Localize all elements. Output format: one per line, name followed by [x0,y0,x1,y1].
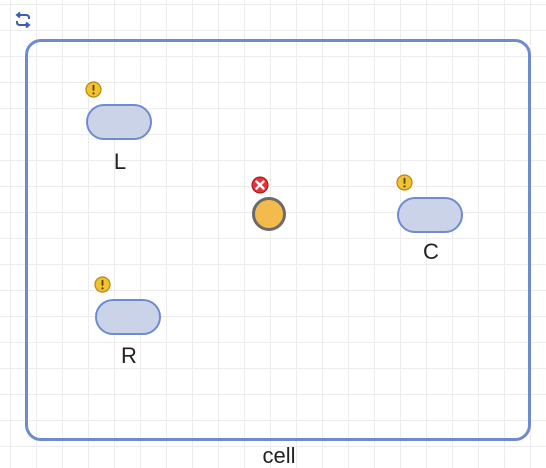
warning-icon[interactable] [85,81,102,98]
species-node-c[interactable] [397,197,463,233]
swap-arrows-icon[interactable] [14,12,32,28]
error-icon[interactable] [251,176,269,194]
compartment-label: cell [262,443,296,468]
species-label-l: L [113,149,127,174]
compartment-cell[interactable] [25,39,531,441]
species-node-l[interactable] [86,104,152,140]
species-label-r: R [121,343,137,368]
reaction-node[interactable] [252,197,286,231]
species-label-c: C [423,239,439,264]
warning-icon[interactable] [94,276,111,293]
species-node-r[interactable] [95,299,161,335]
warning-icon[interactable] [396,174,413,191]
